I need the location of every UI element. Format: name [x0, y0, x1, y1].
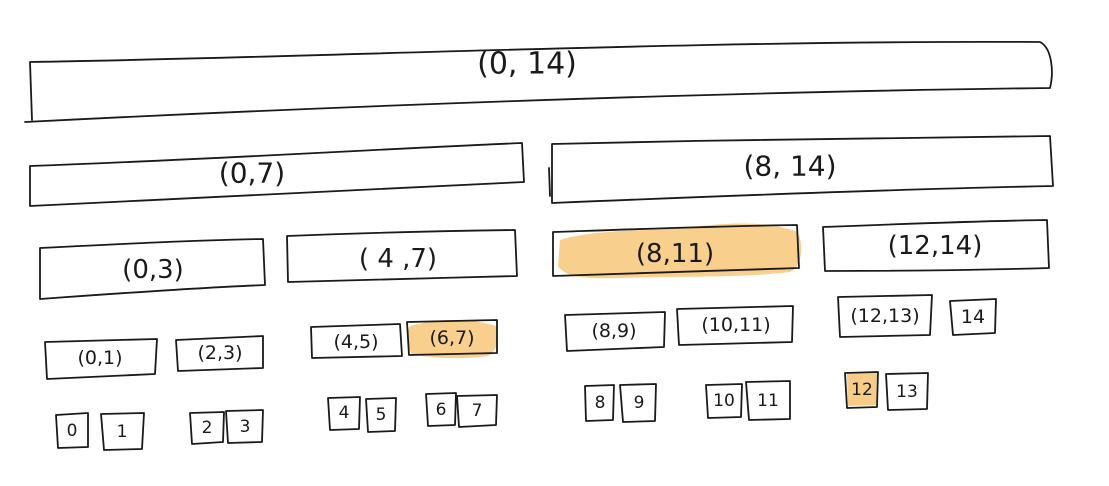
- node-0-1: (0,1): [44, 338, 158, 380]
- node-6-7: (6,7): [406, 319, 498, 359]
- leaf-12: 12: [844, 371, 879, 409]
- node-box: [29, 142, 525, 207]
- node-4-5: (4,5): [310, 323, 403, 359]
- leaf-7: 7: [456, 394, 498, 428]
- node-box: [676, 305, 794, 346]
- node-10-11: (10,11): [676, 305, 794, 346]
- node-box: [100, 412, 145, 451]
- node-0-3: (0,3): [39, 238, 266, 300]
- node-box: [885, 372, 929, 411]
- node-label: 8: [595, 393, 606, 413]
- node-box: [745, 380, 791, 421]
- node-box: [365, 397, 397, 433]
- node-label: (4,5): [333, 331, 378, 353]
- node-8-11: (8,11): [552, 223, 802, 279]
- leaf-13: 13: [885, 372, 929, 411]
- node-box: [552, 224, 800, 277]
- node-label: 6: [436, 400, 447, 420]
- node-0-14: (0, 14): [24, 40, 1053, 123]
- node-label: 4: [339, 403, 350, 423]
- node-label: ( 4 ,7): [359, 244, 437, 274]
- node-12-13: (12,13): [837, 294, 933, 338]
- node-label: (8, 14): [743, 150, 836, 183]
- highlight-fill: [847, 373, 877, 406]
- leaf-1: 1: [100, 412, 145, 451]
- node-box: [327, 396, 361, 431]
- node-label: 12: [851, 380, 873, 400]
- node-label: 7: [472, 401, 483, 421]
- node-label: (10,11): [701, 314, 770, 336]
- node-label: (12,14): [888, 231, 983, 261]
- node-box: [44, 338, 158, 380]
- node-label: 5: [376, 405, 387, 425]
- node-box: [844, 371, 879, 409]
- leaf-9: 9: [619, 383, 657, 423]
- node-label: 10: [713, 391, 735, 411]
- node-box: [425, 392, 457, 427]
- leaf-5: 5: [365, 397, 397, 433]
- node-box: [837, 294, 933, 338]
- node-12-14: (12,14): [822, 219, 1050, 272]
- node-label: 1: [117, 422, 128, 442]
- highlight-scribble: [558, 223, 802, 279]
- node-label: (8,9): [591, 320, 636, 342]
- node-label: (0,7): [219, 157, 285, 190]
- node-label: 14: [961, 306, 985, 328]
- leaf-8: 8: [584, 384, 615, 422]
- node-label: 9: [634, 393, 645, 413]
- node-box: [225, 409, 264, 444]
- node-box: [189, 411, 225, 445]
- leaf-6: 6: [425, 392, 457, 427]
- node-label: (0,3): [122, 255, 184, 285]
- node-14: 14: [949, 298, 997, 336]
- node-label: 2: [202, 418, 213, 438]
- node-8-14: (8, 14): [548, 135, 1054, 204]
- node-box: [949, 298, 997, 336]
- node-label: (2,3): [197, 342, 242, 364]
- node-label: 13: [896, 382, 918, 402]
- node-label: (8,11): [636, 239, 714, 269]
- node-8-9: (8,9): [564, 311, 666, 352]
- leaf-0: 0: [55, 412, 89, 449]
- node-box: [456, 394, 498, 428]
- node-label: 11: [757, 391, 779, 411]
- node-box: [705, 383, 743, 419]
- leaf-2: 2: [189, 411, 225, 445]
- node-box: [548, 135, 1054, 204]
- node-box: [564, 311, 666, 352]
- node-box: [39, 238, 266, 300]
- node-box: [619, 383, 657, 423]
- node-label: (12,13): [850, 305, 919, 327]
- node-label: (0,1): [77, 347, 122, 369]
- node-2-3: (2,3): [175, 335, 264, 372]
- node-box: [175, 335, 264, 372]
- node-box: [55, 412, 89, 449]
- node-label: 3: [240, 417, 251, 437]
- node-box: [406, 319, 498, 356]
- node-box: [24, 40, 1053, 123]
- node-box: [286, 229, 518, 283]
- node-box: [584, 384, 615, 422]
- leaf-3: 3: [225, 409, 264, 444]
- node-box: [310, 323, 403, 359]
- highlight-scribble: [407, 320, 498, 359]
- node-label: 0: [67, 421, 78, 441]
- leaf-10: 10: [705, 383, 743, 419]
- leaf-11: 11: [745, 380, 791, 421]
- node-box: [822, 219, 1050, 272]
- leaf-4: 4: [327, 396, 361, 431]
- node-label: (6,7): [429, 327, 474, 349]
- node-4-7: ( 4 ,7): [286, 229, 518, 283]
- node-label: (0, 14): [477, 47, 577, 82]
- node-0-7: (0,7): [29, 142, 525, 207]
